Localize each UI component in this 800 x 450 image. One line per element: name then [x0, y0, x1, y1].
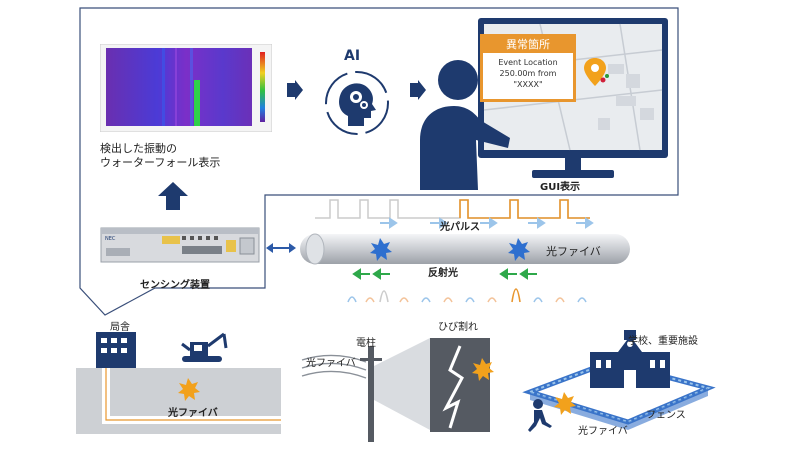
office-label: 局舎 — [110, 322, 130, 333]
arrow-right-icon — [410, 80, 426, 100]
waterfall-display — [100, 44, 272, 132]
event-line-1: Event Location — [498, 58, 558, 67]
gui-label: GUI表示 — [540, 182, 581, 193]
scene-pole-crack — [301, 338, 494, 442]
event-line-2: 250.00m from — [499, 69, 557, 78]
pole-label: 電柱 — [356, 338, 376, 349]
event-line-3: "XXXX" — [513, 80, 543, 89]
waterfall-caption-1: 検出した振動の — [100, 142, 177, 155]
aerial-fiber-label: 光ファイバ — [306, 358, 356, 369]
optical-pulse-diagram — [300, 199, 630, 303]
ai-label: AI — [344, 48, 361, 64]
underground-fiber-label: 光ファイバ — [168, 408, 218, 419]
pulse-label: 光パルス — [440, 222, 480, 233]
arrow-up-icon — [158, 182, 188, 210]
alert-box: 異常箇所 Event Location 250.00m from "XXXX" — [480, 34, 576, 102]
double-arrow-icon — [266, 243, 296, 253]
ai-brain-icon — [325, 71, 389, 135]
sensing-label: センシング装置 — [140, 280, 210, 291]
fence-label: フェンス — [646, 410, 686, 421]
waterfall-caption-2: ウォーターフォール表示 — [100, 156, 221, 169]
arrow-right-icon — [287, 80, 303, 100]
alert-title: 異常箇所 — [483, 37, 573, 53]
fiber-label: 光ファイバ — [546, 245, 601, 258]
sensing-device: NEC — [100, 227, 260, 263]
scene-underground — [76, 332, 281, 434]
fence-fiber-label: 光ファイバ — [578, 426, 628, 437]
scene-fence — [522, 330, 716, 432]
school-label: 学校、重要施設 — [628, 336, 698, 347]
device-brand: NEC — [105, 236, 116, 242]
reflect-label: 反射光 — [428, 268, 458, 279]
crack-label: ひび割れ — [438, 322, 478, 333]
